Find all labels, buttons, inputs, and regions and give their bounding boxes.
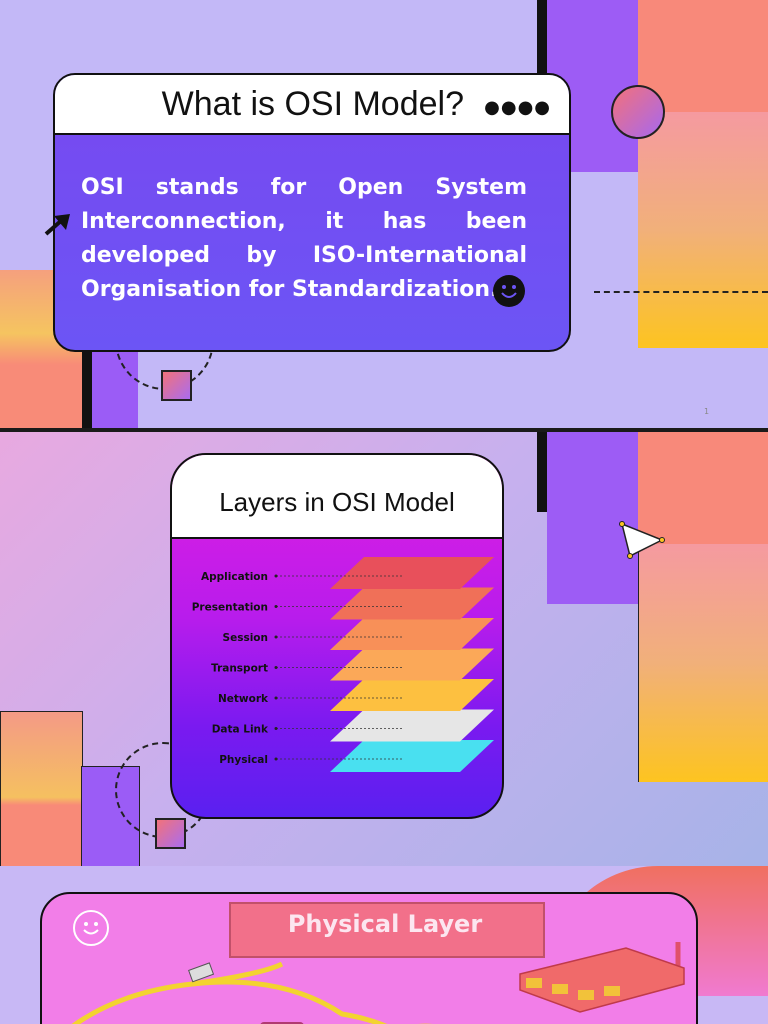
gradient-panel-right [638,544,768,782]
layer-label: Transport [211,663,268,675]
layer-dot [274,696,278,700]
layer-label: Physical [219,754,268,766]
physical-card: Physical Layer [40,892,698,1024]
layer-plane [330,557,494,589]
smiley-icon [493,275,525,307]
page-title: What is OSI Model? [161,85,464,123]
router-icon [519,942,685,1013]
card-header: What is OSI Model? ●●●● [55,75,569,135]
orb-decoration [611,85,665,139]
vertical-black-bar [537,432,547,512]
layer-dot [274,727,278,730]
layer-plane [330,740,494,772]
small-square [161,370,192,401]
triangle-icon [618,520,668,566]
cursor-arrow-icon [44,212,72,242]
layer-dot [274,635,278,639]
layer-label: Presentation [192,602,268,614]
device-icon [260,1022,304,1024]
dashed-line-right [594,291,768,293]
small-square [155,818,186,849]
layer-plane [330,618,494,650]
gradient-panel-left [0,711,83,866]
definition-text: OSI stands for Open System Interconnecti… [81,175,527,302]
card-header: Layers in OSI Model [172,455,502,539]
slide-divider [0,428,768,432]
purple-panel [547,432,639,604]
dots-icon: ●●●● [484,97,551,118]
layer-label: Data Link [212,724,269,736]
coral-panel [638,432,768,544]
layer-label: Network [218,693,269,705]
gradient-panel-right [638,112,768,348]
page-number: 1 [704,407,710,416]
cable-illustration [71,961,433,1024]
slide-3: Physical Layer [0,866,768,1024]
layers-title: Layers in OSI Model [219,487,455,517]
layer-dot [274,574,278,578]
intro-card: What is OSI Model? ●●●● OSI stands for O… [53,73,571,352]
layer-dot [274,757,278,761]
vertical-black-bar-left [82,320,92,428]
layer-label: Application [201,571,268,583]
physical-layer-title: Physical Layer [287,910,483,938]
layer-plane [330,648,494,681]
layer-plane [330,587,494,620]
slide-1: What is OSI Model? ●●●● OSI stands for O… [0,0,768,428]
layer-plane [330,679,494,711]
layer-stack-svg: ApplicationPresentationSessionTransportN… [192,557,494,772]
vertical-black-bar [537,0,547,80]
coral-panel [638,0,768,112]
smiley-icon [73,910,109,946]
layer-dot [274,605,278,608]
layer-label: Session [223,632,268,644]
layer-plane [330,709,494,742]
layer-dot [274,666,278,669]
title-banner [229,902,545,958]
